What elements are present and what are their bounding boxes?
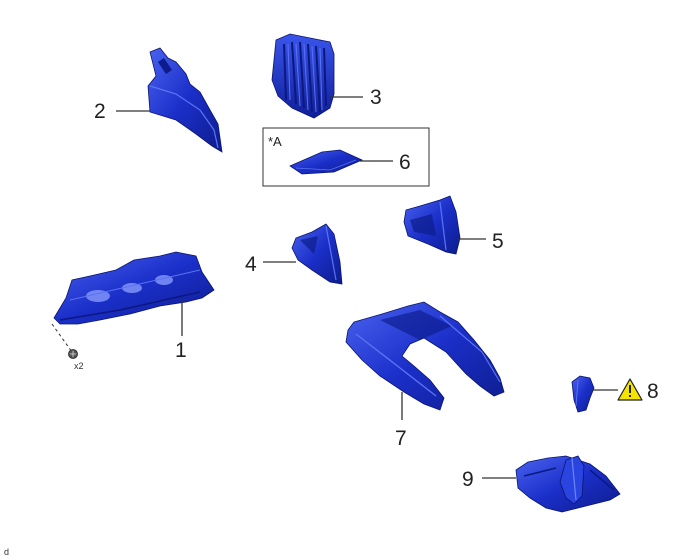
part-1 [53,251,215,325]
callout-3: 3 [370,86,382,109]
part-8 [571,375,595,413]
quantity-label: x2 [74,361,84,371]
part-4 [291,223,343,285]
part-2 [147,47,223,153]
part-3 [271,33,335,119]
part-9 [515,455,621,513]
callout-2: 2 [94,100,106,123]
screw-leader [51,323,73,353]
callout-1: 1 [175,339,187,362]
callout-5: 5 [492,230,504,253]
inset-label: *A [268,134,282,149]
callout-4: 4 [245,253,257,276]
screw-icon [68,349,78,359]
callout-7: 7 [395,427,407,450]
callout-9: 9 [462,468,474,491]
inset-box [262,127,430,187]
callout-8: 8 [647,380,659,403]
part-5 [403,195,461,255]
part-6 [289,149,363,175]
warning-icon [617,378,643,401]
part-7 [345,301,505,411]
callout-6: 6 [399,151,411,174]
corner-code: d [4,547,9,557]
